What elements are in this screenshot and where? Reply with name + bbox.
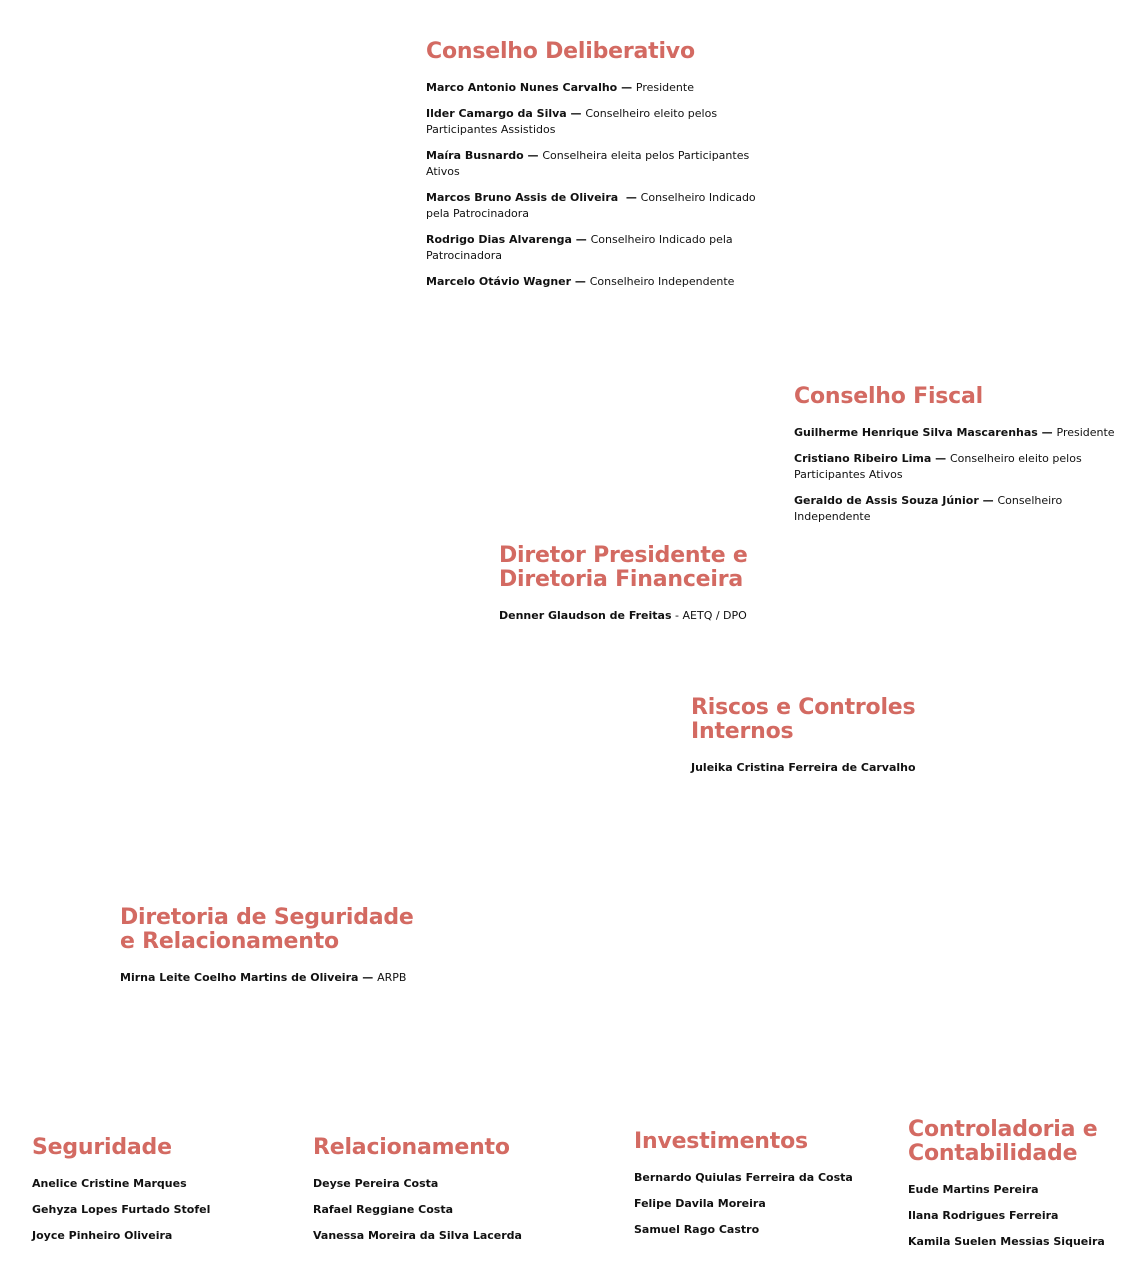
member-role: ARPB [377,971,407,984]
member-name: Anelice Cristine Marques [32,1177,187,1190]
member-name: Maíra Busnardo [426,149,524,162]
section-title: Diretor Presidente e Diretoria Financeir… [499,543,748,592]
member-name: Joyce Pinheiro Oliveira [32,1229,173,1242]
section-seguridade: Seguridade Anelice Cristine Marques Gehy… [32,1136,272,1254]
member-name: Guilherme Henrique Silva Mascarenhas [794,426,1038,439]
member-role: Conselheiro Indicado pela Patrocinadora [426,191,756,220]
member-name: Rodrigo Dias Alvarenga [426,233,572,246]
member-name: Juleika Cristina Ferreira de Carvalho [691,761,916,774]
member-name: Bernardo Quiulas Ferreira da Costa [634,1171,853,1184]
member-role: Conselheiro eleito pelos Participantes A… [794,452,1082,481]
member-role: Conselheiro eleito pelos Participantes A… [426,107,718,136]
section-title: Conselho Fiscal [794,384,984,409]
member-entry: Guilherme Henrique Silva Mascarenhas — P… [794,426,1115,439]
section-riscos-controles: Riscos e Controles Internos Juleika Cris… [691,696,931,786]
member-name: Kamila Suelen Messias Siqueira [908,1235,1105,1248]
section-diretoria-seguridade: Diretoria de Seguridade e Relacionamento… [120,906,420,996]
member-name: Ilder Camargo da Silva [426,107,567,120]
member-name: Cristiano Ribeiro Lima [794,452,932,465]
section-conselho-deliberativo: Conselho Deliberativo Marco Antonio Nune… [426,40,771,300]
section-conselho-fiscal: Conselho Fiscal Guilherme Henrique Silva… [794,385,1139,535]
member-name: Ilana Rodrigues Ferreira [908,1209,1059,1222]
section-title: Relacionamento [313,1135,510,1160]
member-entry: Maíra Busnardo — Conselheira eleita pelo… [426,149,750,178]
member-name: Marcos Bruno Assis de Oliveira [426,191,619,204]
member-name: Mirna Leite Coelho Martins de Oliveira [120,971,359,984]
member-name: Felipe Davila Moreira [634,1197,766,1210]
member-entry: Cristiano Ribeiro Lima — Conselheiro ele… [794,452,1082,481]
member-name: Denner Glaudson de Freitas [499,609,672,622]
member-role: Conselheiro Independente [794,494,1063,523]
member-name: Vanessa Moreira da Silva Lacerda [313,1229,522,1242]
section-title: Controladoria e Contabilidade [908,1117,1098,1166]
member-name: Marcelo Otávio Wagner [426,275,572,288]
member-entry: Ilder Camargo da Silva — Conselheiro ele… [426,107,718,136]
section-title: Seguridade [32,1135,172,1160]
section-controladoria: Controladoria e Contabilidade Eude Marti… [908,1118,1140,1260]
member-role: Conselheira eleita pelos Participantes A… [426,149,750,178]
section-title: Conselho Deliberativo [426,39,695,64]
member-name: Geraldo de Assis Souza Júnior [794,494,979,507]
member-entry: Marcelo Otávio Wagner — Conselheiro Inde… [426,275,735,288]
member-name: Gehyza Lopes Furtado Stofel [32,1203,211,1216]
member-role: Presidente [1056,426,1115,439]
member-entry: Marcos Bruno Assis de Oliveira — Conselh… [426,191,756,220]
member-entry: Geraldo de Assis Souza Júnior — Conselhe… [794,494,1063,523]
section-title: Diretoria de Seguridade e Relacionamento [120,905,414,954]
member-name: Deyse Pereira Costa [313,1177,439,1190]
member-role: Conselheiro Independente [589,275,735,288]
member-entry: Rodrigo Dias Alvarenga — Conselheiro Ind… [426,233,733,262]
member-role: Presidente [635,81,694,94]
section-investimentos: Investimentos Bernardo Quiulas Ferreira … [634,1130,884,1248]
section-title: Riscos e Controles Internos [691,695,916,744]
section-title: Investimentos [634,1129,808,1154]
member-entry: Marco Antonio Nunes Carvalho — President… [426,81,694,94]
member-role: AETQ / DPO [682,609,747,622]
member-name: Eude Martins Pereira [908,1183,1039,1196]
section-diretor-presidente: Diretor Presidente e Diretoria Financeir… [499,544,769,634]
member-name: Rafael Reggiane Costa [313,1203,454,1216]
member-entry: Mirna Leite Coelho Martins de Oliveira —… [120,971,407,984]
section-relacionamento: Relacionamento Deyse Pereira Costa Rafae… [313,1136,593,1254]
member-name: Marco Antonio Nunes Carvalho [426,81,618,94]
member-name: Samuel Rago Castro [634,1223,760,1236]
member-role: Conselheiro Indicado pela Patrocinadora [426,233,733,262]
member-entry: Denner Glaudson de Freitas - AETQ / DPO [499,609,747,622]
